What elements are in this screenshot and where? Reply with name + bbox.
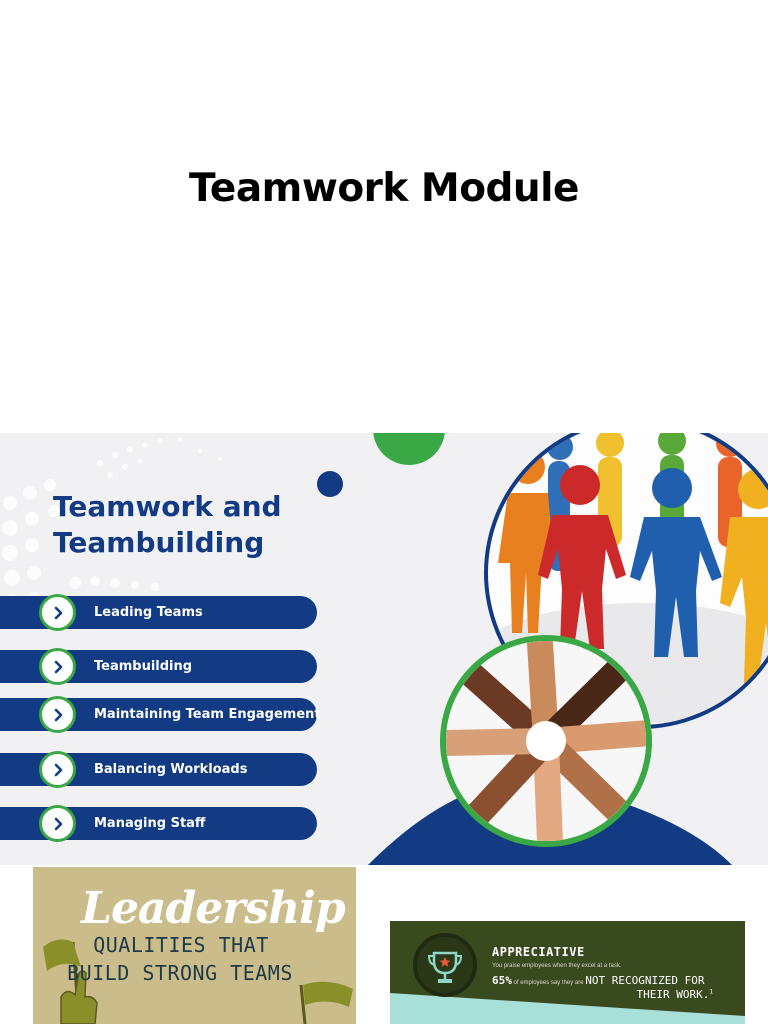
menu-item-teambuilding[interactable]: Teambuilding [0,648,317,685]
chevron-right-icon [39,805,76,842]
banner-heading-line1: Teamwork and [53,490,282,523]
navy-dot-decoration [317,471,343,497]
banner-heading: Teamwork and Teambuilding [53,489,353,561]
teamwork-banner: Teamwork and Teambuilding Leading Teams … [0,433,768,865]
chevron-right-icon [39,594,76,631]
menu-item-label: Managing Staff [94,816,206,831]
green-circle-decoration [373,433,445,465]
menu-item-label: Maintaining Team Engagement [94,707,321,722]
menu-item-leading-teams[interactable]: Leading Teams [0,594,317,631]
flags-illustration [43,939,353,1024]
chevron-right-icon [39,751,76,788]
appreciative-thumbnail[interactable]: APPRECIATIVE You praise employees when t… [390,921,745,1024]
hands-photo [446,641,646,841]
leadership-subtitle-line2: BUILD STRONG TEAMS [67,961,293,985]
menu-item-maintaining-team-engagement[interactable]: Maintaining Team Engagement [0,696,321,733]
menu-item-balancing-workloads[interactable]: Balancing Workloads [0,751,317,788]
menu-item-managing-staff[interactable]: Managing Staff [0,805,317,842]
chevron-right-icon [39,648,76,685]
appreciative-stat-line2: THEIR WORK.1 [637,988,713,1001]
leadership-script-title: Leadership [81,883,346,934]
menu-item-label: Balancing Workloads [94,762,248,777]
appreciative-stat: 65% of employees say they are NOT RECOGN… [492,974,704,987]
page-title: Teamwork Module [188,166,580,211]
appreciative-title: APPRECIATIVE [492,945,585,959]
stat-percentage: 65% [492,974,512,987]
trophy-icon [427,951,463,983]
menu-item-label: Leading Teams [94,605,203,620]
stat-emphasis: NOT RECOGNIZED FOR [585,974,705,987]
leadership-thumbnail[interactable]: Leadership QUALITIES THAT BUILD STRONG T… [33,867,356,1024]
banner-heading-line2: Teambuilding [53,526,265,559]
banner-artwork [317,433,768,865]
stat-footnote: 1 [709,988,713,996]
stat-text: of employees say they are [513,980,584,986]
stat-emphasis-line2: THEIR WORK. [636,988,710,1001]
chevron-right-icon [39,696,76,733]
menu-item-label: Teambuilding [94,659,193,674]
appreciative-subtitle: You praise employees when they excel at … [492,963,622,969]
leadership-subtitle-line1: QUALITIES THAT [93,933,269,957]
appreciative-background [390,933,745,1024]
